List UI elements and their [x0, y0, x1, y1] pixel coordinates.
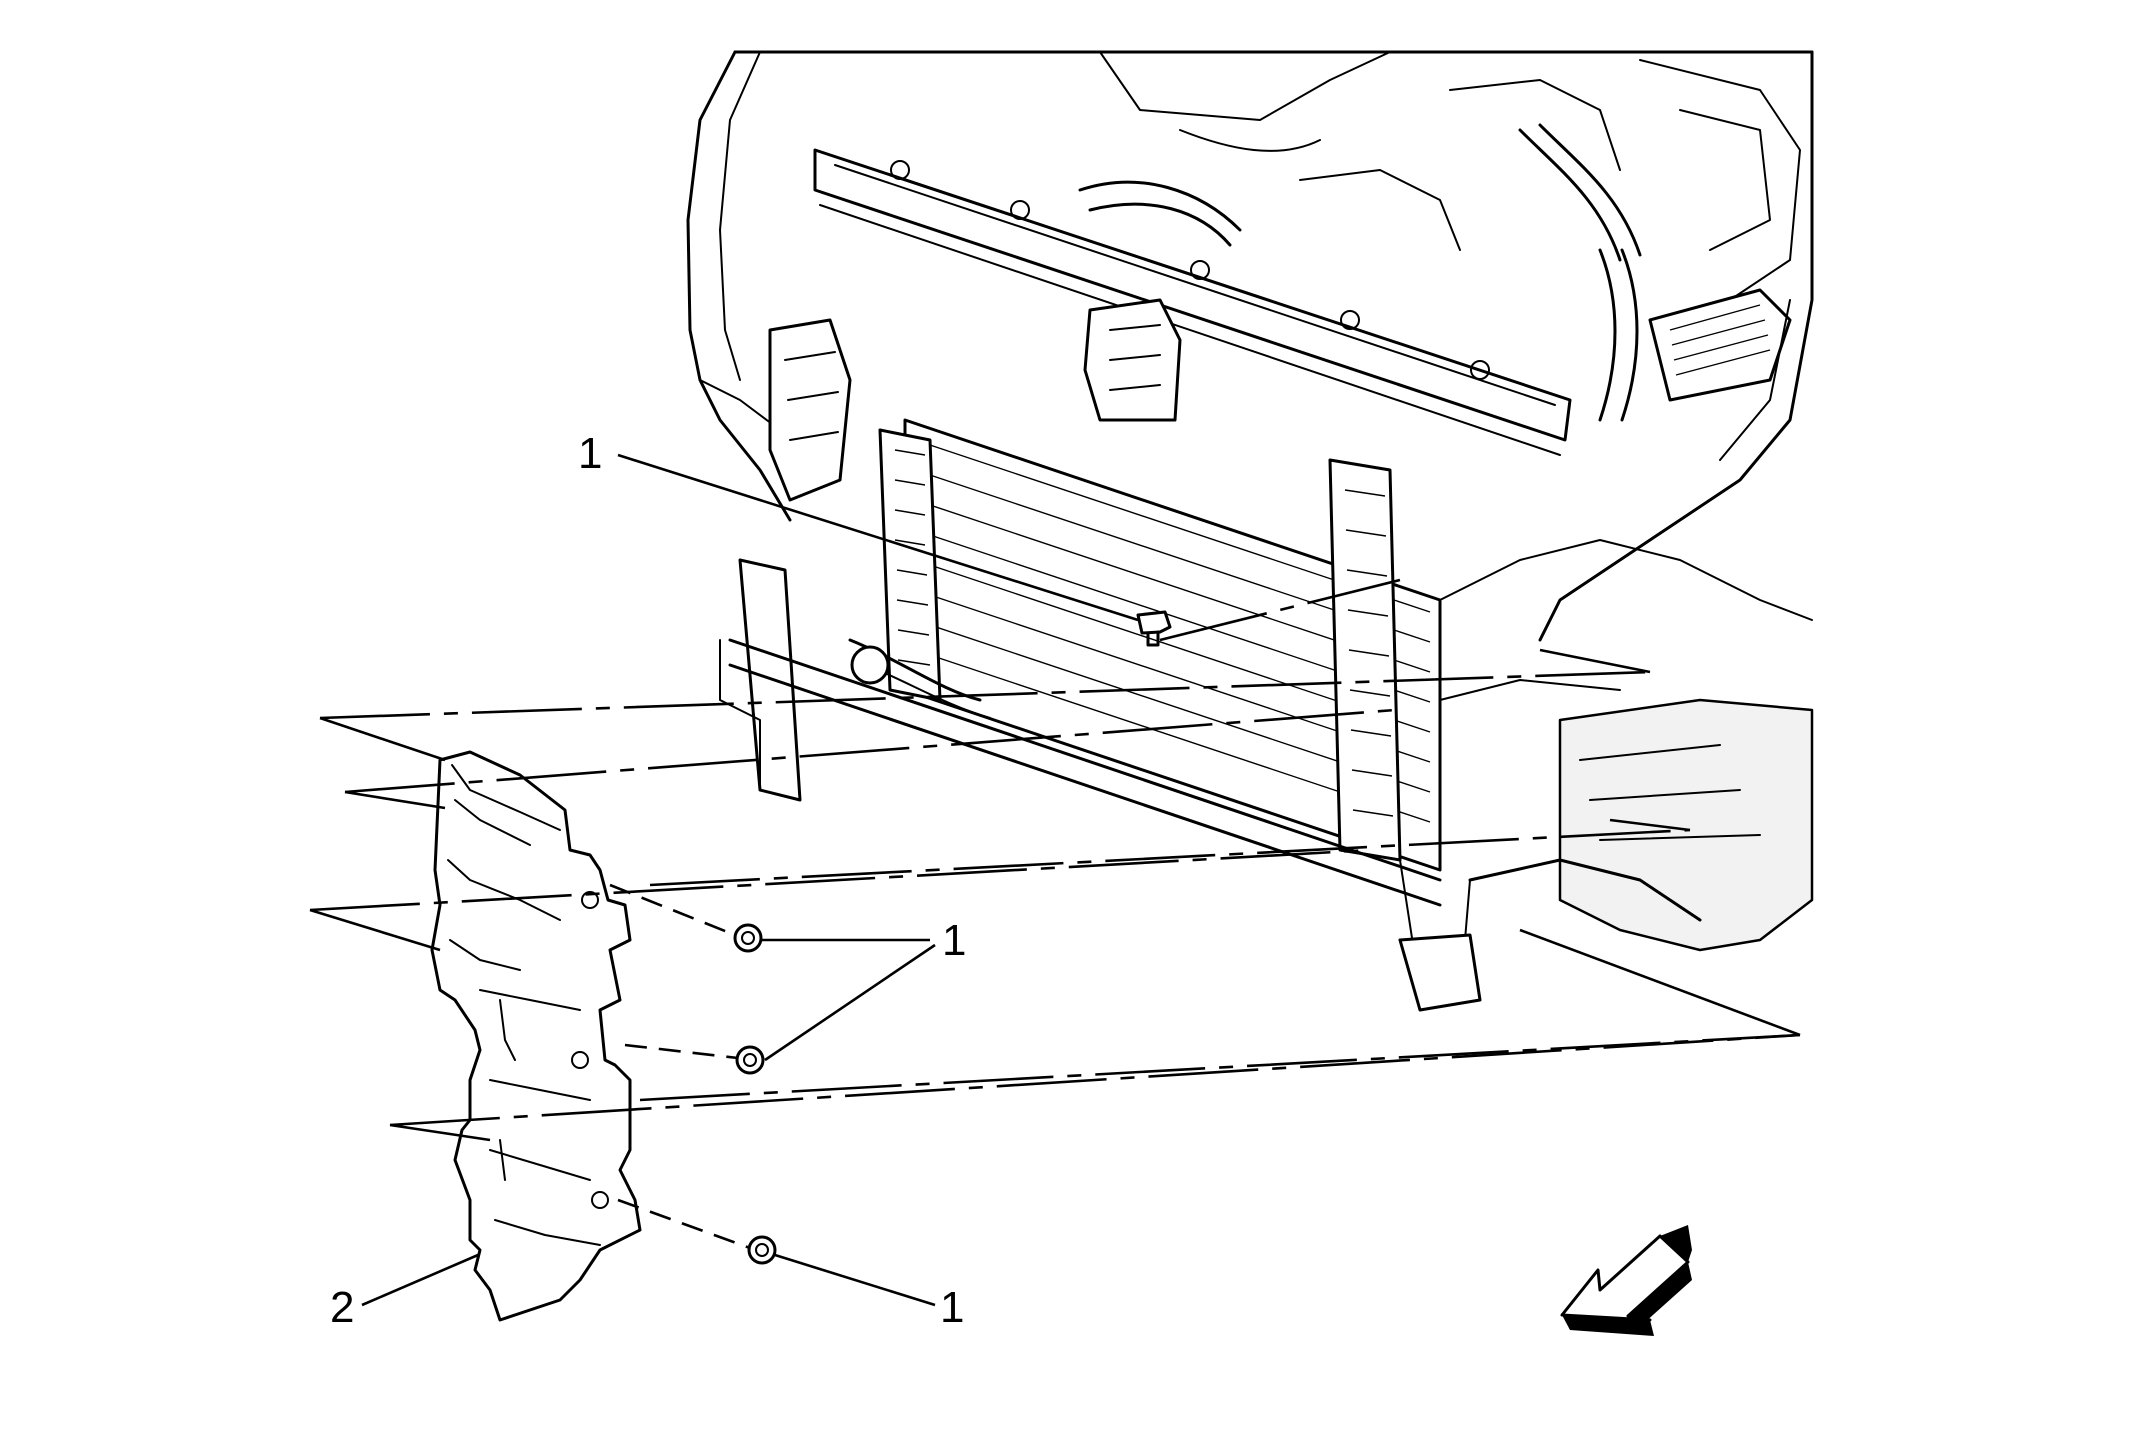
callout-1-bottom: 1: [940, 1283, 964, 1332]
callout-2: 2: [330, 1283, 354, 1332]
view-direction-arrow-icon: [1560, 1225, 1692, 1336]
shield-part: [430, 750, 642, 1322]
vehicle-front-end-artwork: [686, 50, 1814, 1012]
callout-1-top: 1: [578, 429, 602, 478]
installation-phantom-lines: [309, 578, 1801, 1250]
fastener-part-top: [1136, 610, 1172, 647]
fastener-part-bottom: [747, 1235, 777, 1265]
callout-labels: 1 1 1 2: [330, 429, 966, 1332]
callout-1-right: 1: [942, 916, 966, 965]
fastener-part-right-upper: [733, 923, 763, 953]
callout-leaders: [361, 453, 1139, 1307]
fastener-part-right-lower: [735, 1045, 765, 1075]
